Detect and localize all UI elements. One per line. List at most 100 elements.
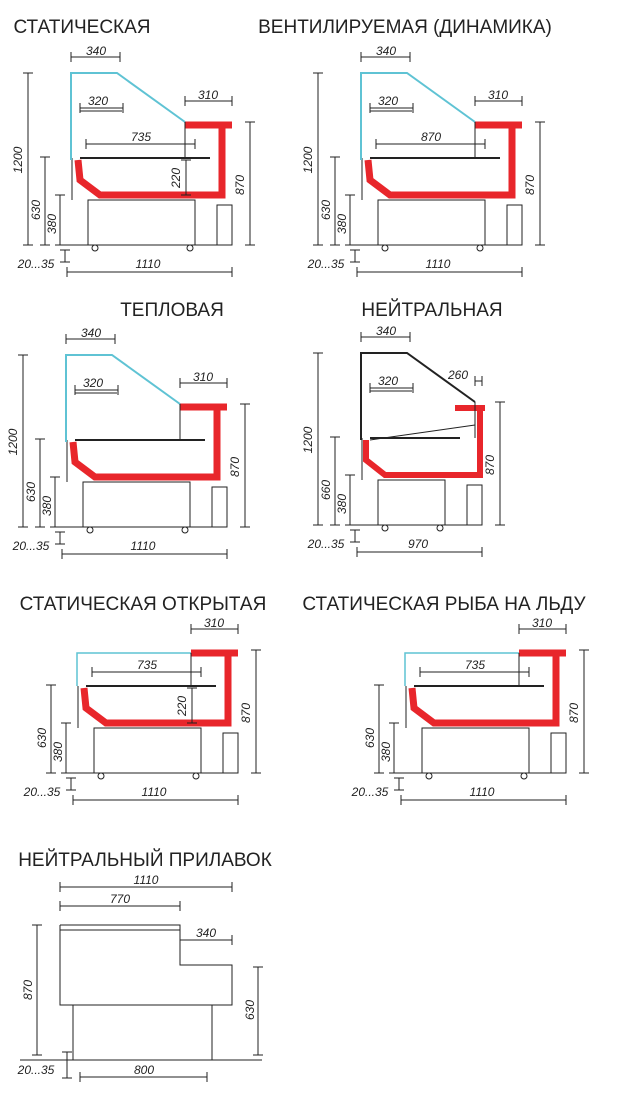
insulation	[74, 128, 226, 199]
caster-icon	[97, 772, 105, 780]
dimension-front: 630	[35, 728, 49, 748]
dimension-width: 1110	[142, 785, 167, 799]
base-cabinet	[93, 727, 202, 774]
dimension-feet: 20...35	[17, 1063, 55, 1077]
dimension-rear: 870	[567, 703, 581, 723]
dimension-width: 1110	[470, 785, 495, 799]
dimension-shelf: 320	[378, 374, 398, 388]
rear-panel	[506, 204, 523, 246]
glass-canopy	[65, 354, 181, 442]
insulation	[69, 410, 221, 481]
drawing-title: ТЕПЛОВАЯ	[120, 300, 224, 321]
dimension-shelf: 320	[378, 94, 398, 108]
dimension-rear: 870	[523, 175, 537, 195]
rear-panel	[211, 486, 228, 528]
dimension-inner: 870	[421, 130, 441, 144]
dimension-inner: 735	[137, 658, 157, 672]
insulation	[364, 128, 516, 199]
caster-icon	[476, 244, 484, 252]
caster-icon	[381, 524, 389, 532]
dimension-inner: 735	[131, 130, 151, 144]
base-cabinet	[421, 727, 530, 774]
dimension-base: 380	[45, 214, 59, 234]
dimension-height: 1200	[6, 428, 20, 455]
front-glass	[76, 652, 191, 686]
glass-canopy	[360, 72, 476, 160]
insulation	[363, 410, 483, 478]
dimension-top: 340	[81, 326, 101, 340]
dimension-front: 630	[363, 728, 377, 748]
caster-icon	[192, 772, 200, 780]
dimension-feet: 20...35	[17, 257, 55, 271]
base-cabinet	[377, 199, 486, 246]
base-cabinet	[82, 481, 191, 528]
caster-icon	[186, 244, 194, 252]
glass-canopy	[70, 72, 186, 160]
drawing-title: ВЕНТИЛИРУЕМАЯ (ДИНАМИКА)	[258, 17, 552, 38]
dimension-feet: 20...35	[351, 785, 389, 799]
caster-icon	[181, 526, 189, 534]
dimension-height: 870	[21, 980, 35, 1000]
dimension-height: 1200	[11, 146, 25, 173]
dimension-base: 380	[379, 742, 393, 762]
dimension-width: 1110	[136, 257, 161, 271]
dimension-counter: 260	[447, 368, 468, 382]
dimension-base: 380	[335, 494, 349, 514]
dimension-counter: 310	[198, 88, 218, 102]
dimension-top: 340	[86, 44, 106, 58]
drawing-neutral-counter: НЕЙТРАЛЬНЫЙ ПРИЛАВОК11107703408706308002…	[17, 849, 272, 1082]
drawing-title: НЕЙТРАЛЬНЫЙ ПРИЛАВОК	[18, 849, 272, 871]
rear-panel	[466, 484, 483, 526]
dimension-height: 1200	[301, 426, 315, 453]
dimension-height: 1200	[301, 146, 315, 173]
drawing-title: СТАТИЧЕСКАЯ	[13, 17, 150, 38]
dimension-depth: 220	[175, 696, 189, 717]
dimension-rear: 870	[233, 175, 247, 195]
dimension-counter: 310	[193, 370, 213, 384]
insulation	[80, 656, 232, 727]
dimension-inner: 735	[465, 658, 485, 672]
rear-panel	[550, 732, 567, 774]
caster-icon	[91, 244, 99, 252]
dimension-rear: 870	[239, 703, 253, 723]
caster-icon	[520, 772, 528, 780]
dimension-front: 630	[29, 200, 43, 220]
dimension-width: 1110	[131, 539, 156, 553]
dimension-shelf: 320	[88, 94, 108, 108]
dimension-front: 630	[24, 482, 38, 502]
caster-icon	[86, 526, 94, 534]
dimension-base: 380	[335, 214, 349, 234]
rear-panel	[222, 732, 239, 774]
dimension-top: 340	[376, 44, 396, 58]
insulation	[408, 656, 560, 727]
base-cabinet	[87, 199, 196, 246]
dimension-counter: 310	[204, 616, 224, 630]
dimension-top: 770	[110, 892, 130, 906]
dimension-base: 380	[51, 742, 65, 762]
dimension-step: 340	[196, 926, 216, 940]
dimension-rear: 630	[243, 1000, 257, 1020]
base-cabinet	[377, 479, 446, 526]
dimension-counter: 310	[532, 616, 552, 630]
drawing-title: СТАТИЧЕСКАЯ РЫБА НА ЛЬДУ	[302, 594, 586, 615]
glass-canopy	[360, 352, 476, 440]
dimension-top: 340	[376, 324, 396, 338]
dimension-feet: 20...35	[307, 537, 345, 551]
drawing-title: СТАТИЧЕСКАЯ ОТКРЫТАЯ	[20, 594, 267, 615]
dimension-rear: 870	[483, 455, 497, 475]
caster-icon	[436, 524, 444, 532]
dimension-front: 630	[319, 200, 333, 220]
dimension-feet: 20...35	[307, 257, 345, 271]
caster-icon	[381, 244, 389, 252]
